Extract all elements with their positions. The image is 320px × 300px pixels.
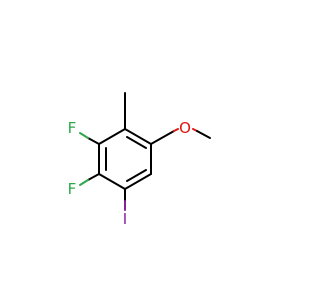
iodine-label: I — [123, 210, 127, 228]
fluorine-upper-bond-green — [79, 132, 89, 139]
benzene-ring — [98, 128, 152, 190]
fluorine-upper-label: F — [68, 119, 77, 137]
ring-double-bond-top-right — [126, 136, 147, 149]
aryl-oxygen-bond-red — [173, 128, 179, 132]
fluorine-lower-label: F — [68, 180, 77, 198]
molecule-structure: F F O I — [68, 92, 211, 228]
fluorine-lower-bond-green — [79, 179, 89, 186]
oxygen-methyl-bond — [196, 130, 211, 139]
ring-double-bond-bottom-right — [126, 169, 147, 182]
fluorine-lower-bond — [87, 173, 100, 181]
ring-bond-bottom-right — [124, 173, 152, 190]
ring-bond-top-left — [98, 128, 126, 145]
ring-bond-top-right — [124, 128, 152, 145]
ring-bond-bottom-left — [98, 173, 126, 190]
aryl-oxygen-bond — [150, 130, 175, 145]
oxygen-label: O — [179, 119, 191, 137]
fluorine-upper-bond — [87, 137, 100, 145]
